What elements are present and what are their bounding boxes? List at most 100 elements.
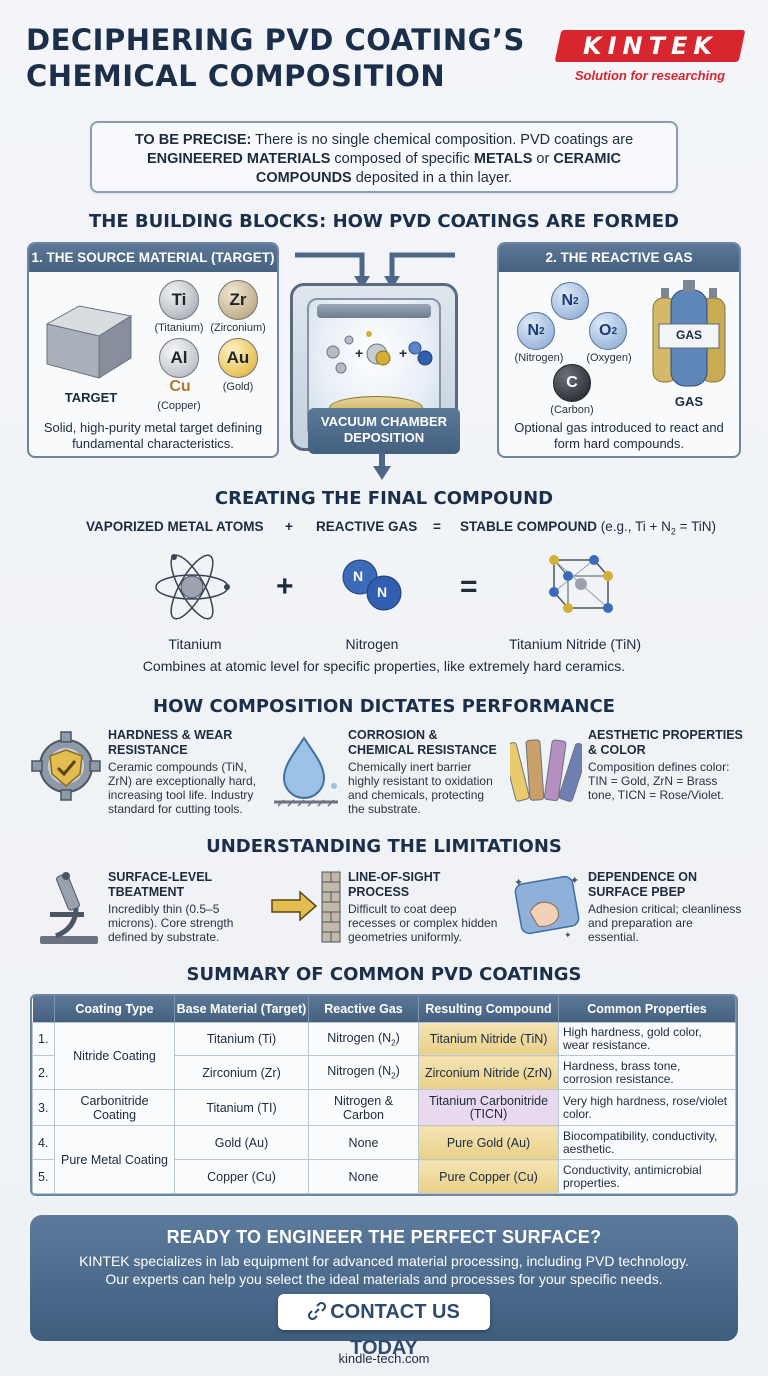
table-header: Coating Type (54, 996, 175, 1022)
table-header: Reactive Gas (308, 996, 419, 1022)
feat-title-line: AESTHETIC PROPERTIES (588, 728, 743, 742)
element-au: Au (218, 338, 258, 378)
table-row: 2. Zirconium (Zr) Nitrogen (N2) Zirconiu… (32, 1055, 736, 1091)
gas-cylinders-icon (652, 280, 726, 387)
target-block-icon (45, 305, 133, 379)
compound-cell: Zirconium Nitride (ZrN) (418, 1055, 559, 1091)
gas-sub: 2 (391, 1071, 396, 1081)
tin-lattice-icon (549, 555, 613, 613)
base-material-cell: Copper (Cu) (174, 1159, 309, 1194)
molecule-c-name: (Carbon) (550, 404, 594, 416)
compound-cell: Pure Copper (Cu) (418, 1159, 559, 1194)
element-ti-name: (Titanium) (154, 322, 204, 334)
row-number: 1. (32, 1021, 55, 1057)
gear-shield-icon (31, 731, 101, 801)
eq-example: (e.g., Ti + N (597, 519, 671, 534)
molecule-c: C (553, 364, 591, 402)
limitations-title: UNDERSTANDING THE LIMITATIONS (206, 836, 562, 857)
feature-corrosion-title: CORROSION & CHEMICAL RESISTANCE (348, 728, 508, 758)
mol-sub: 2 (573, 295, 579, 307)
cta-text: KINTEK specializes in lab equipment for … (30, 1252, 738, 1288)
compound-cell: Pure Gold (Au) (418, 1125, 559, 1161)
eq-equals: = (433, 519, 441, 534)
gas-description: Optional gas introduced to react and for… (514, 420, 724, 451)
footer-site[interactable]: kindle-tech.com (338, 1351, 430, 1366)
titanium-atom-icon (155, 554, 230, 620)
title-line-2: CHEMICAL COMPOSITION (26, 59, 446, 93)
feat-title-line: HARDNESS & WEAR (108, 728, 233, 742)
reactive-gas-cell: Nitrogen & Carbon (308, 1089, 419, 1127)
kintek-logo[interactable]: KINTEK (554, 30, 746, 62)
compound-title: CREATING THE FINAL COMPOUND (214, 488, 554, 509)
gas-cylinder-tag: GAS (675, 328, 702, 342)
cta-line: Our experts can help you select the idea… (105, 1271, 663, 1287)
nitrogen-atom-label-2: N (377, 584, 388, 600)
table-header: Resulting Compound (418, 996, 559, 1022)
gas-text: Nitrogen (N (327, 1064, 392, 1079)
cta-banner: READY TO ENGINEER THE PERFECT SURFACE? K… (30, 1215, 738, 1359)
performance-title: HOW COMPOSITION DICTATES PERFORMANCE (153, 696, 615, 717)
feat-title-line: CORROSION & (348, 728, 438, 742)
nitrogen-label: Nitrogen (345, 636, 399, 652)
feat-title-line: SURFACE-LEVEL (108, 870, 213, 884)
compound-cell: Titanium Carbonitride (TICN) (418, 1089, 559, 1127)
mol-symbol: N (561, 292, 573, 309)
title-line-1: DECIPHERING PVD COATING’S (26, 23, 525, 57)
reactive-gas-cell: Nitrogen (N2) (308, 1055, 419, 1091)
contact-us-button[interactable]: CONTACT US TODAY (278, 1294, 490, 1359)
line-of-sight-icon (271, 871, 341, 943)
intro-text: or (532, 151, 554, 167)
intro-lead: TO BE PRECISE: (134, 132, 252, 148)
eq-mid: REACTIVE GAS (316, 519, 418, 534)
mol-symbol: O (598, 322, 612, 339)
limitation-sight-title: LINE-OF-SIGHT PROCESS (348, 870, 498, 900)
base-material-cell: Gold (Au) (174, 1125, 309, 1161)
cleaning-cloth-icon: ✦ ✦ ✦ (514, 875, 580, 940)
contact-button-label: CONTACT US TODAY (330, 1301, 460, 1359)
properties-cell: Hardness, brass tone, corrosion resistan… (558, 1055, 736, 1091)
intro-text: composed of specific (330, 151, 474, 167)
gas-text: Nitrogen (N (327, 1030, 392, 1045)
svg-text:+: + (399, 345, 407, 361)
eq-example-sub: 2 (670, 526, 676, 537)
table-row: 4. Pure Metal Coating Gold (Au) None Pur… (32, 1125, 736, 1194)
table-row: 3. Carbonitride Coating Titanium (TI) Ni… (32, 1089, 736, 1127)
base-material-cell: Titanium (TI) (174, 1089, 309, 1127)
svg-text:✦: ✦ (564, 930, 572, 940)
mol-sub: 2 (611, 325, 617, 337)
feat-title-line: PROCESS (348, 885, 410, 899)
nitrogen-molecule-icon (342, 559, 402, 611)
summary-table: Coating Type Base Material (Target) Reac… (30, 994, 738, 1196)
vacuum-label-line1: VACUUM CHAMBER (320, 414, 448, 429)
water-drop-icon (274, 736, 338, 807)
svg-text:+: + (355, 345, 363, 361)
summary-title: SUMMARY OF COMMON PVD COATINGS (186, 964, 582, 985)
microscope-icon (40, 872, 98, 944)
coating-type-cell: Carbonitride Coating (54, 1089, 175, 1127)
intro-text: There is no single chemical composition.… (251, 132, 634, 148)
compound-caption: Combines at atomic level for specific pr… (142, 658, 626, 674)
properties-cell: High hardness, gold color, wear resistan… (558, 1021, 736, 1057)
feat-title-line: CHEMICAL RESISTANCE (348, 743, 497, 757)
element-zr-name: (Zirconium) (210, 322, 266, 334)
logo-text: KINTEK (582, 32, 718, 60)
element-cu-name: (Copper) (157, 400, 201, 412)
eq-example-post: = TiN) (675, 519, 717, 534)
table-row: 5. Copper (Cu) None Pure Copper (Cu) Con… (32, 1159, 736, 1194)
building-blocks-title: THE BUILDING BLOCKS: HOW PVD COATINGS AR… (89, 211, 679, 232)
intro-box: TO BE PRECISE: There is no single chemic… (90, 121, 678, 193)
limitation-surface-title: SURFACE-LEVEL TBEATMENT (108, 870, 248, 900)
chamber-lid (317, 304, 431, 318)
titanium-label: Titanium (168, 636, 222, 652)
deposition-atoms-icon: + + (326, 331, 433, 374)
compound-plus-icon: + (276, 570, 294, 603)
reactive-gas-cell: Nitrogen (N2) (308, 1021, 419, 1057)
cta-title: READY TO ENGINEER THE PERFECT SURFACE? (166, 1227, 602, 1247)
reactive-gas-cell: None (308, 1125, 419, 1161)
row-number: 2. (32, 1055, 55, 1091)
molecule-o2-name: (Oxygen) (586, 352, 632, 364)
